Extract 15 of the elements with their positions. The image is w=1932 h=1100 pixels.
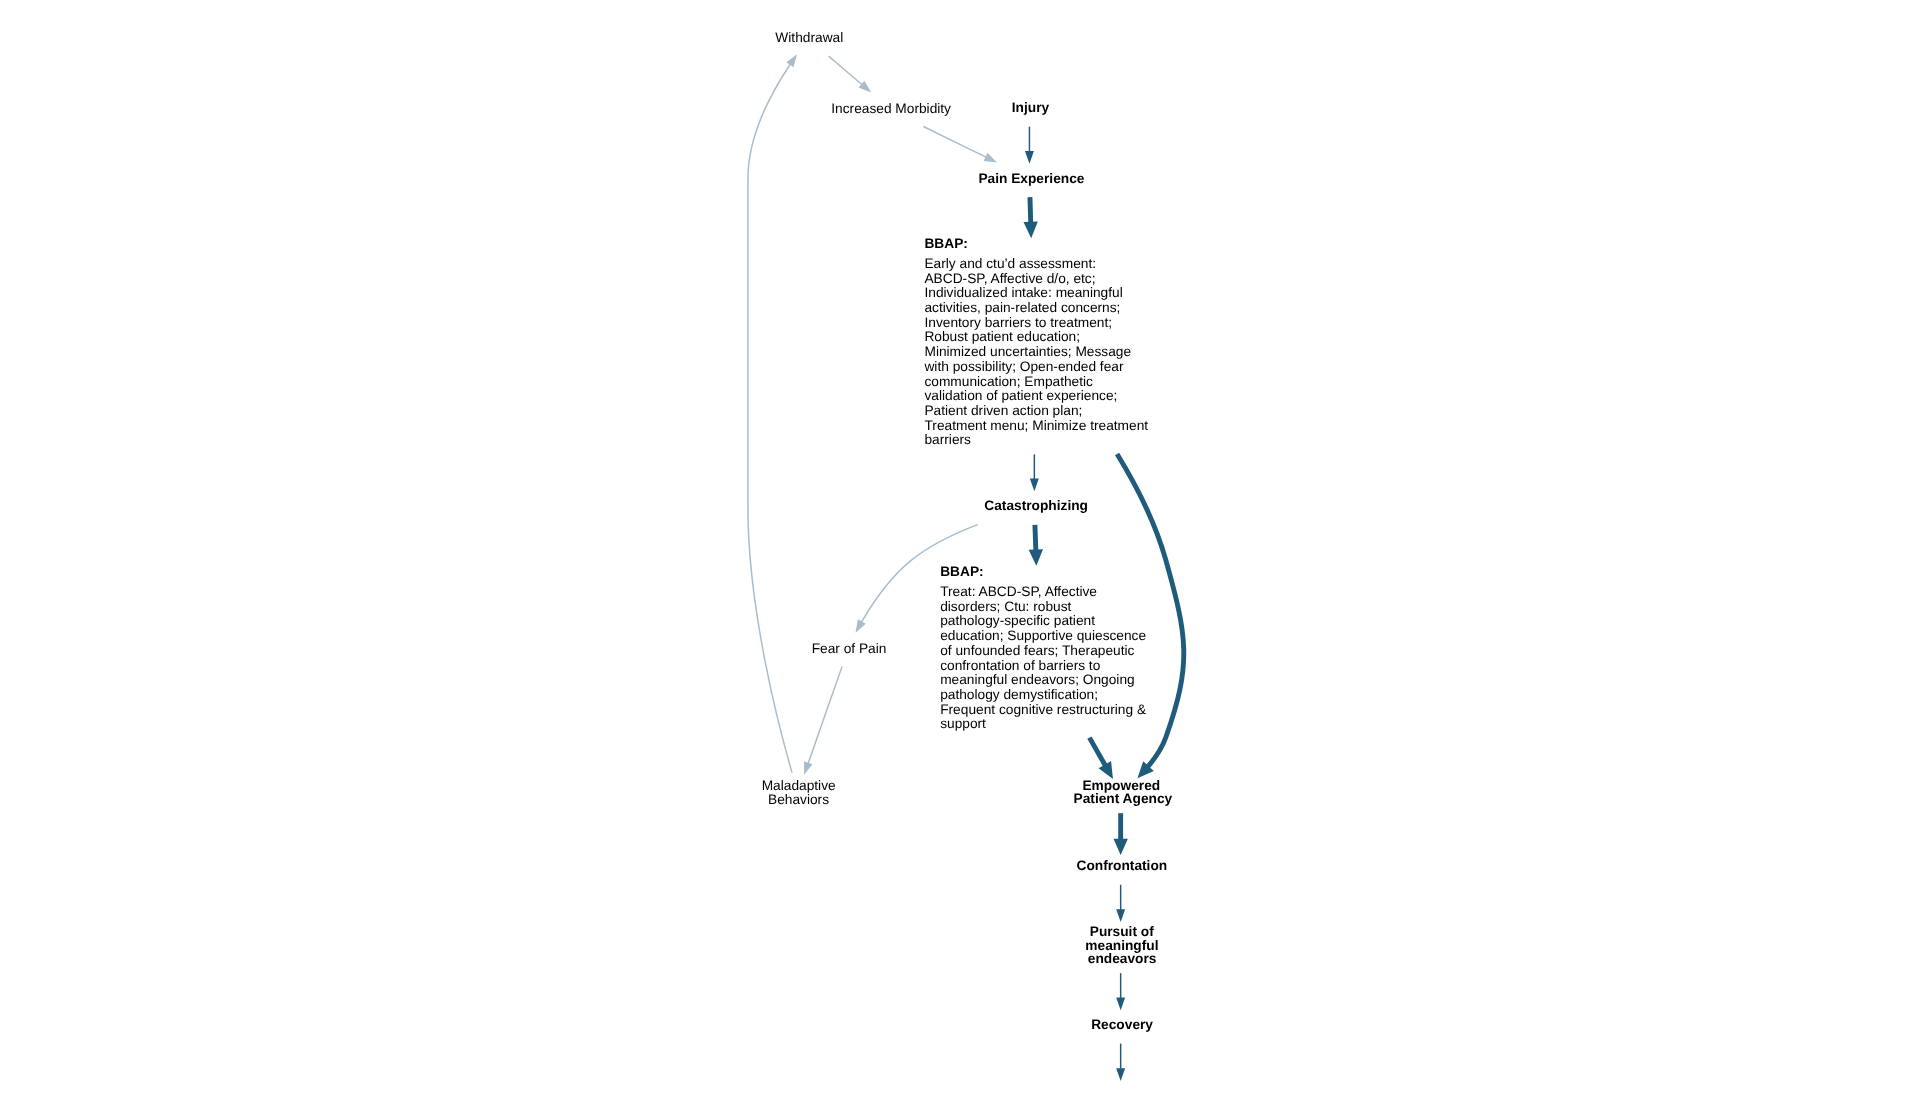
arrow — [1116, 884, 1126, 923]
arrow — [804, 665, 843, 775]
arrow — [1028, 524, 1043, 566]
arrow — [1116, 972, 1126, 1011]
arrow — [855, 523, 979, 633]
arrow — [1029, 453, 1039, 492]
arrow — [1023, 197, 1038, 239]
arrow — [1114, 452, 1187, 779]
arrow — [922, 125, 997, 163]
arrow — [747, 54, 798, 774]
arrow — [827, 55, 872, 93]
arrow — [1024, 125, 1034, 164]
arrow — [1113, 813, 1128, 856]
arrow — [1116, 1042, 1126, 1081]
arrow — [1087, 736, 1113, 779]
